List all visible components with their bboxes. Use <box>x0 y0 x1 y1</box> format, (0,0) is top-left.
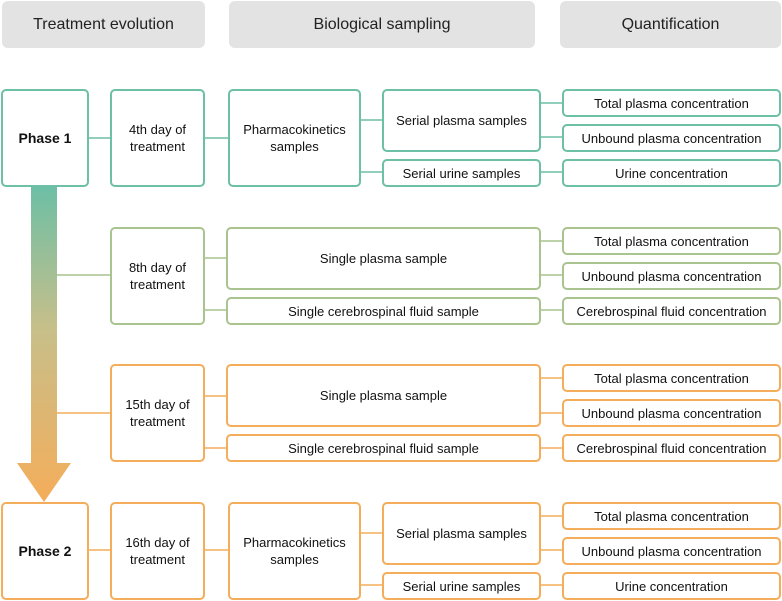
day-4-total-plasma-box: Total plasma concentration <box>562 89 781 117</box>
phase-1-box: Phase 1 <box>1 89 89 187</box>
day-15-total-plasma-box: Total plasma concentration <box>562 364 781 392</box>
day-16-urine-concentration-box: Urine concentration <box>562 572 781 600</box>
day-8-single-csf-box: Single cerebrospinal fluid sample <box>226 297 541 325</box>
day-4-box: 4th day of treatment <box>110 89 205 187</box>
day-4-serial-urine-box: Serial urine samples <box>382 159 541 187</box>
day-15-single-plasma-box: Single plasma sample <box>226 364 541 427</box>
day-16-serial-urine-box: Serial urine samples <box>382 572 541 600</box>
day-15-box: 15th day of treatment <box>110 364 205 462</box>
phase-progression-arrow <box>17 187 71 502</box>
day-16-box: 16th day of treatment <box>110 502 205 600</box>
day-16-total-plasma-box: Total plasma concentration <box>562 502 781 530</box>
day-16-serial-plasma-box: Serial plasma samples <box>382 502 541 565</box>
day-15-csf-concentration-box: Cerebrospinal fluid concentration <box>562 434 781 462</box>
day-4-pharmacokinetics-box: Pharmacokinetics samples <box>228 89 361 187</box>
day-4-unbound-plasma-box: Unbound plasma concentration <box>562 124 781 152</box>
day-15-unbound-plasma-box: Unbound plasma concentration <box>562 399 781 427</box>
header-quantification: Quantification <box>560 1 781 48</box>
day-16-unbound-plasma-box: Unbound plasma concentration <box>562 537 781 565</box>
day-8-unbound-plasma-box: Unbound plasma concentration <box>562 262 781 290</box>
day-8-csf-concentration-box: Cerebrospinal fluid concentration <box>562 297 781 325</box>
header-treatment-evolution: Treatment evolution <box>2 1 205 48</box>
day-8-total-plasma-box: Total plasma concentration <box>562 227 781 255</box>
day-8-box: 8th day of treatment <box>110 227 205 325</box>
day-4-urine-concentration-box: Urine concentration <box>562 159 781 187</box>
day-16-pharmacokinetics-box: Pharmacokinetics samples <box>228 502 361 600</box>
phase-2-box: Phase 2 <box>1 502 89 600</box>
day-4-serial-plasma-box: Serial plasma samples <box>382 89 541 152</box>
header-biological-sampling: Biological sampling <box>229 1 535 48</box>
day-15-single-csf-box: Single cerebrospinal fluid sample <box>226 434 541 462</box>
day-8-single-plasma-box: Single plasma sample <box>226 227 541 290</box>
